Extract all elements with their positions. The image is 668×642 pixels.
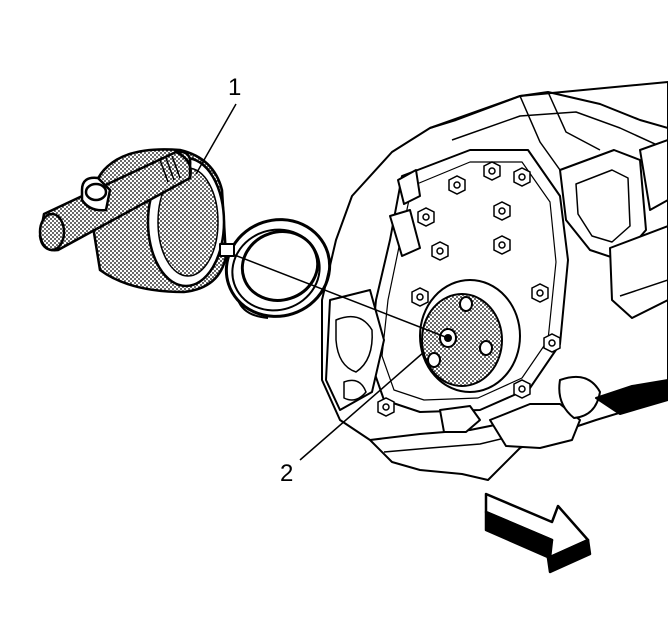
leader-line-2 [299, 351, 425, 461]
callout-label-1: 1 [228, 74, 242, 101]
bolt [493, 235, 511, 255]
bolt [531, 283, 549, 303]
rear-main-seal [224, 218, 332, 319]
bolt [543, 333, 561, 353]
bolt [411, 287, 429, 307]
seal-installer-tool [38, 148, 235, 294]
leader-line-1 [195, 103, 237, 175]
cover-bolts [377, 161, 561, 417]
bolt [431, 241, 449, 261]
bolt [513, 167, 531, 187]
bolt [417, 207, 435, 227]
bolt [483, 161, 501, 181]
callout-label-2: 2 [280, 460, 294, 487]
bolt [493, 201, 511, 221]
bolt [448, 175, 466, 195]
front-direction-arrow-icon [484, 492, 592, 574]
alignment-line [231, 253, 449, 339]
engine-block [321, 81, 668, 481]
bolt [377, 397, 395, 417]
bolt [513, 379, 531, 399]
crankshaft-hub [419, 279, 521, 393]
